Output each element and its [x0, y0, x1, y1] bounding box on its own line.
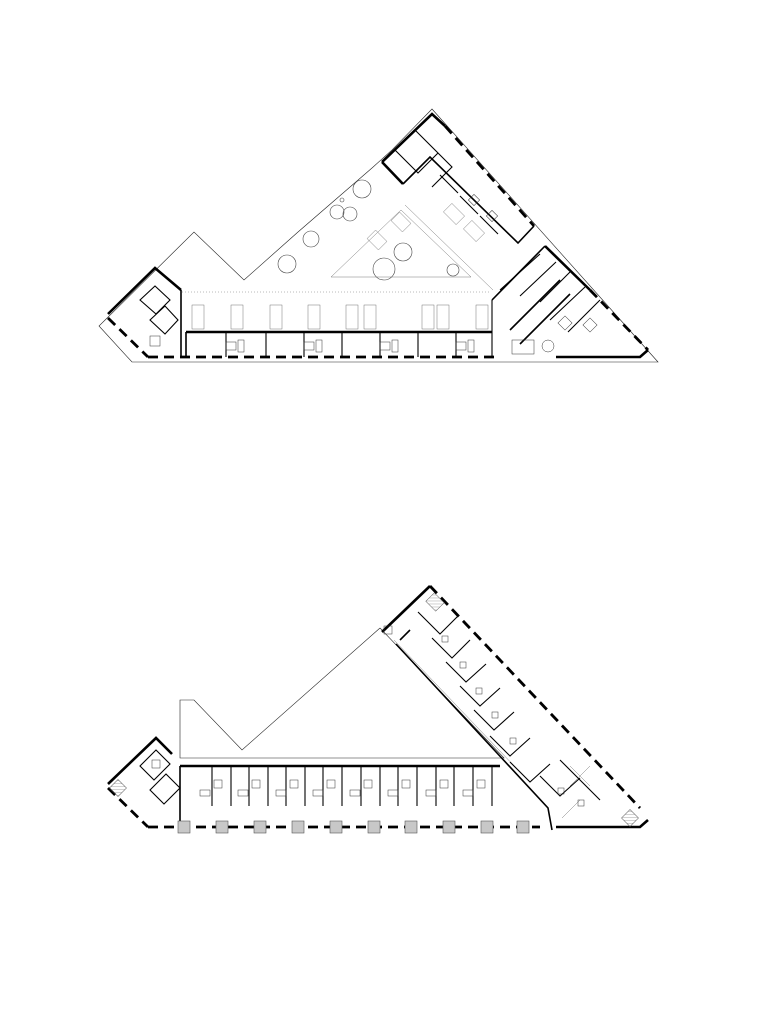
south-row-units — [148, 300, 500, 359]
south-row-units — [148, 764, 540, 829]
courtyard-furniture — [366, 203, 485, 251]
tree — [446, 263, 460, 277]
tree — [329, 204, 345, 220]
tree — [352, 179, 372, 199]
upper-floor-plan — [98, 108, 659, 363]
tree — [372, 257, 396, 281]
courtyard-triangle — [330, 209, 472, 278]
southeast-block — [556, 799, 649, 829]
site-outline — [98, 108, 659, 363]
northeast-wing — [381, 112, 536, 245]
west-wing — [107, 266, 182, 359]
terrace-row — [191, 304, 489, 330]
tree — [277, 254, 297, 274]
northeast-wing — [381, 585, 642, 831]
inner-corridor-line — [393, 639, 519, 771]
tree — [339, 197, 345, 203]
tree — [342, 206, 358, 222]
southeast-block — [491, 245, 650, 359]
balcony-pads — [177, 820, 530, 834]
trees — [277, 179, 460, 281]
tree — [302, 230, 320, 248]
site-outline — [179, 627, 505, 759]
tree — [393, 242, 413, 262]
diagonal-walkway — [404, 204, 494, 291]
west-wing — [107, 736, 181, 829]
lower-floor-plan — [107, 585, 649, 834]
